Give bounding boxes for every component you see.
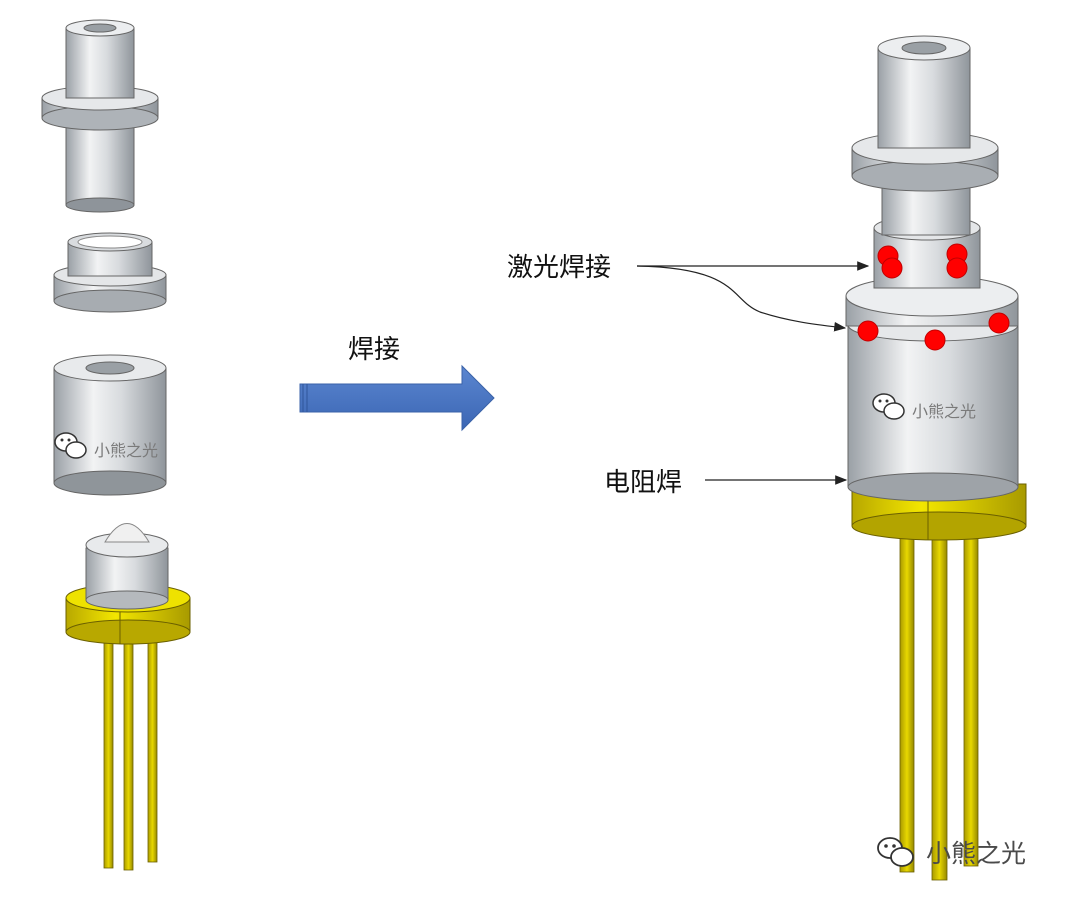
- weld-arrow-label: 焊接: [348, 335, 400, 365]
- top-sleeve-part: [41, 19, 159, 213]
- watermark-text: 小熊之光: [912, 403, 976, 421]
- assembled-device: [845, 35, 1027, 881]
- process-arrow: [299, 364, 495, 432]
- laser-weld-callouts: [636, 261, 870, 332]
- pin: [899, 527, 915, 873]
- wechat-icon: [872, 393, 905, 420]
- wechat-icon: [877, 837, 914, 867]
- cylinder-part: [53, 354, 167, 496]
- pin: [123, 639, 134, 871]
- resistance-weld-label: 电阻焊: [604, 468, 682, 498]
- to-can-laser-part: [65, 523, 191, 871]
- weld-point: [924, 329, 946, 351]
- pin: [931, 527, 948, 881]
- laser-weld-label: 激光焊接: [507, 253, 611, 283]
- ring-part: [53, 232, 167, 313]
- laser-weld-points: [857, 243, 1010, 351]
- pin: [147, 639, 158, 863]
- pin: [103, 639, 114, 869]
- watermark-text: 小熊之光: [94, 442, 158, 460]
- wechat-icon: [54, 432, 87, 459]
- weld-point: [881, 257, 903, 279]
- weld-point: [857, 320, 879, 342]
- watermark-text: 小熊之光: [926, 840, 1026, 868]
- weld-point: [946, 257, 968, 279]
- weld-point: [988, 312, 1010, 334]
- pin: [963, 527, 979, 867]
